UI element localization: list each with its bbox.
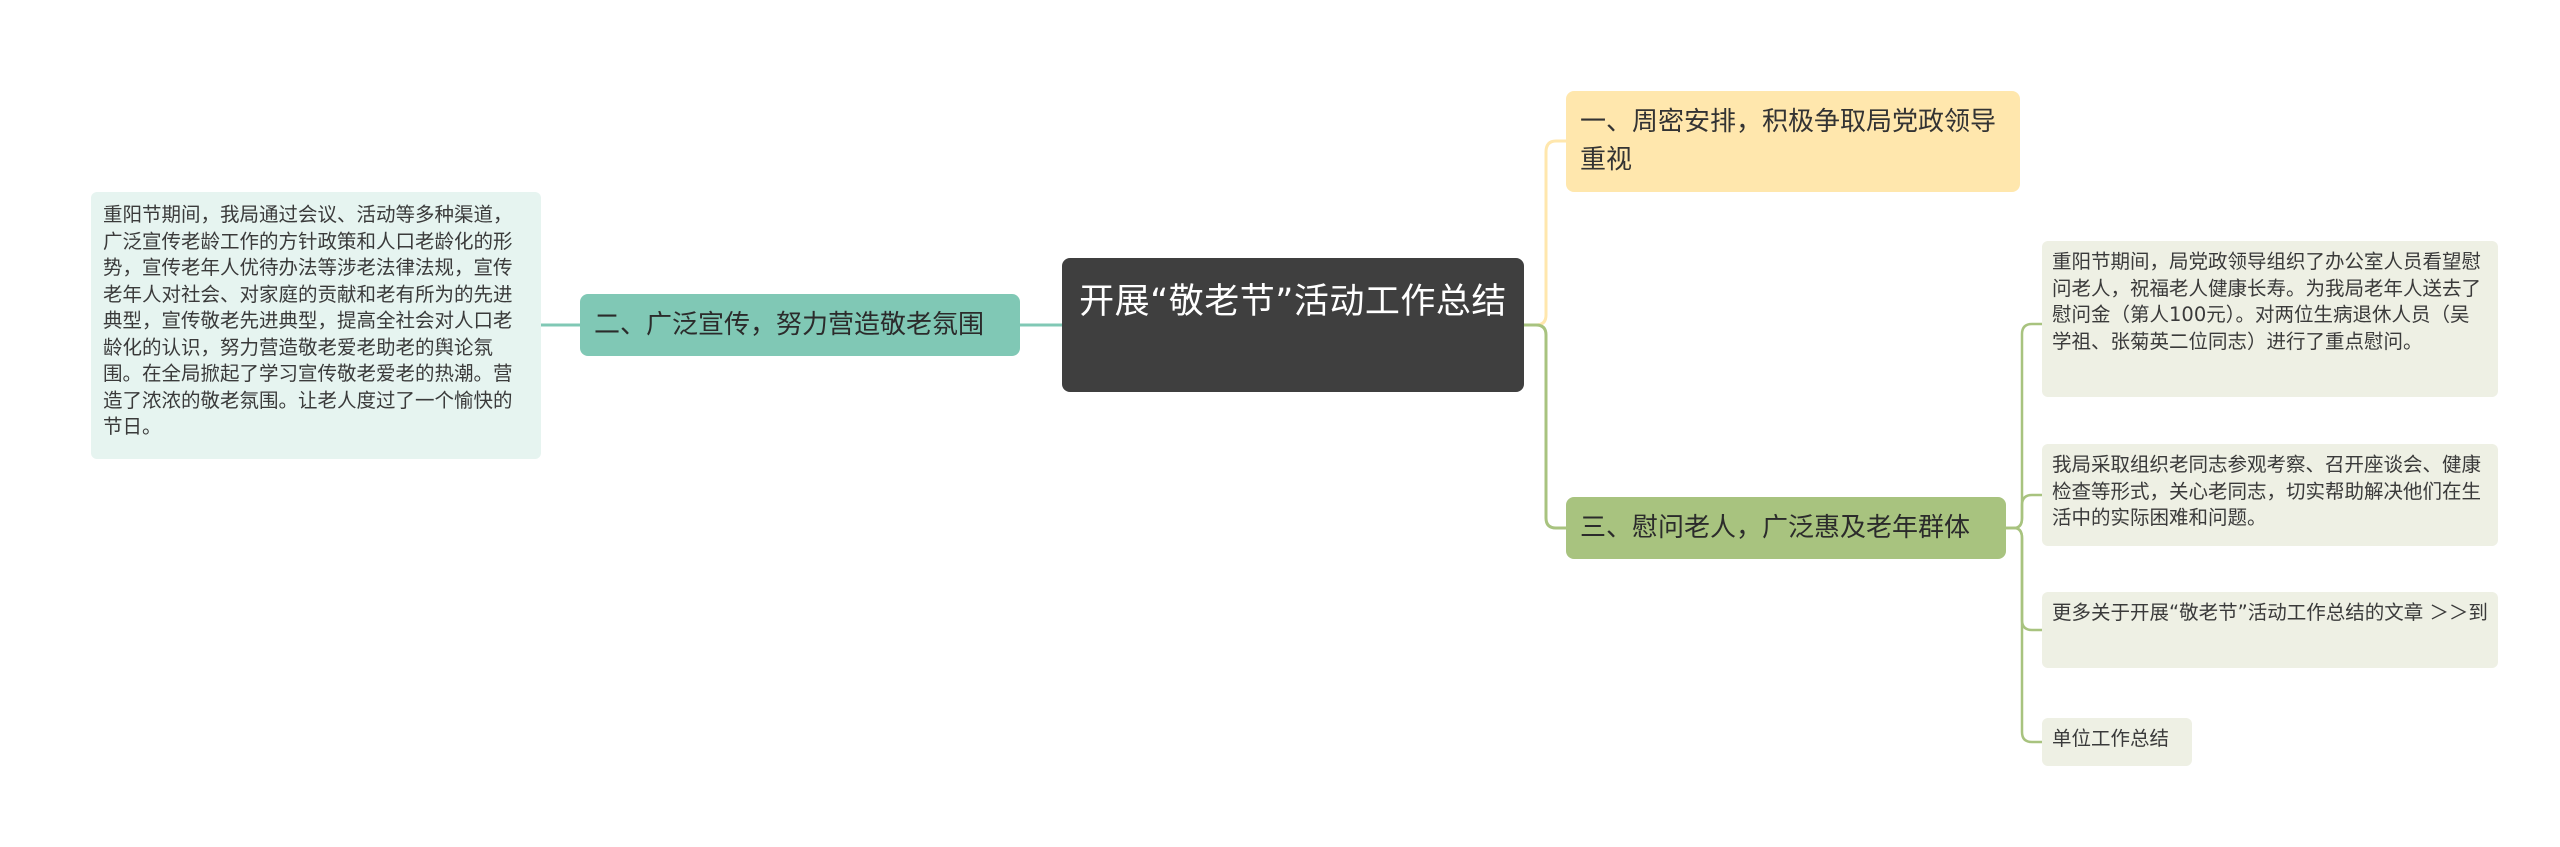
edge-root-branch3 [1524, 323, 1566, 530]
root-node[interactable]: 开展“敬老节”活动工作总结 [1062, 258, 1524, 392]
branch-label-3: 三、慰问老人，广泛惠及老年群体 [1580, 513, 1971, 543]
leaf-text: 单位工作总结 [2052, 727, 2170, 750]
edge-branch3-leaf2 [2006, 493, 2042, 530]
edge-branch3-leaf4 [2006, 526, 2042, 744]
leaf-node-3-4[interactable]: 单位工作总结 [2042, 718, 2192, 766]
branch-label-2: 二、广泛宣传，努力营造敬老氛围 [594, 310, 985, 340]
leaf-text: 更多关于开展“敬老节”活动工作总结的文章 ＞＞到 [2052, 601, 2488, 624]
branch-node-3[interactable]: 三、慰问老人，广泛惠及老年群体 [1566, 497, 2006, 559]
leaf-node-3-3[interactable]: 更多关于开展“敬老节”活动工作总结的文章 ＞＞到 [2042, 592, 2498, 668]
branch-node-1[interactable]: 一、周密安排，积极争取局党政领导重视 [1566, 91, 2020, 192]
leaf-node-3-2[interactable]: 我局采取组织老同志参观考察、召开座谈会、健康检查等形式，关心老同志，切实帮助解决… [2042, 444, 2498, 546]
leaf-node-3-1[interactable]: 重阳节期间，局党政领导组织了办公室人员看望慰问老人，祝福老人健康长寿。为我局老年… [2042, 241, 2498, 397]
edge-branch3-leaf3 [2006, 526, 2042, 632]
branch-label-1: 一、周密安排，积极争取局党政领导重视 [1580, 107, 1997, 175]
root-title: 开展“敬老节”活动工作总结 [1079, 282, 1507, 322]
leaf-text: 重阳节期间，局党政领导组织了办公室人员看望慰问老人，祝福老人健康长寿。为我局老年… [2052, 250, 2482, 353]
edge-root-branch1 [1524, 139, 1566, 327]
leaf-text: 我局采取组织老同志参观考察、召开座谈会、健康检查等形式，关心老同志，切实帮助解决… [2052, 453, 2482, 529]
branch-node-2[interactable]: 二、广泛宣传，努力营造敬老氛围 [580, 294, 1020, 356]
leaf-text: 重阳节期间，我局通过会议、活动等多种渠道，广泛宣传老龄工作的方针政策和人口老龄化… [103, 203, 513, 438]
leaf-node-2-1[interactable]: 重阳节期间，我局通过会议、活动等多种渠道，广泛宣传老龄工作的方针政策和人口老龄化… [91, 192, 541, 459]
